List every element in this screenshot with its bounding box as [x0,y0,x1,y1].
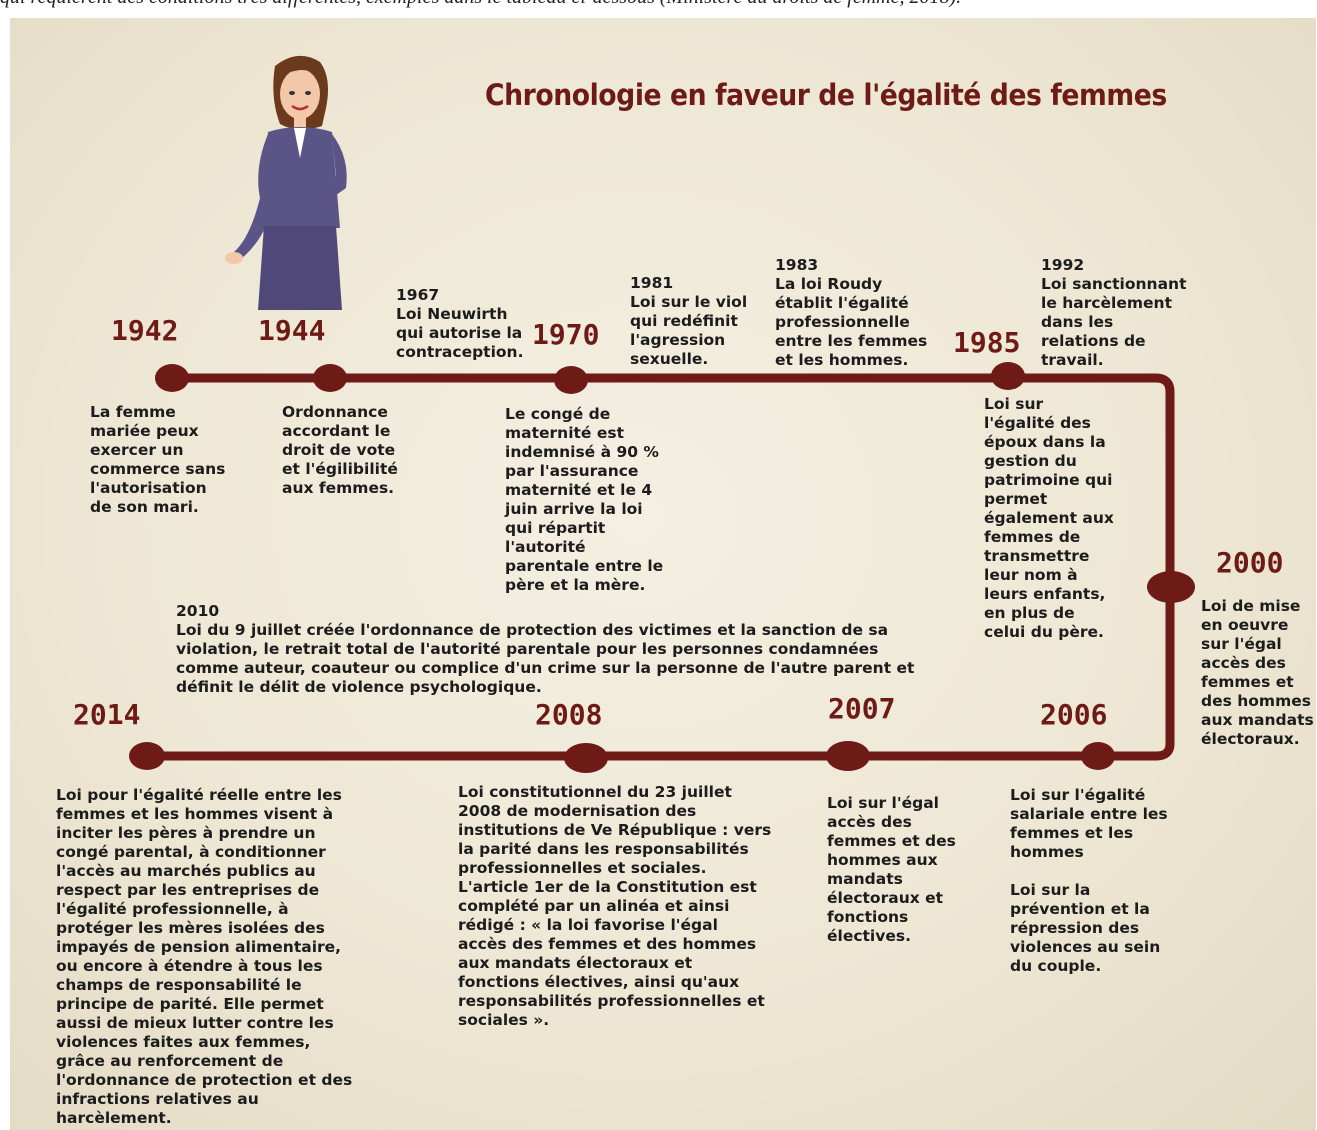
timeline-node-1942 [155,364,189,392]
event-2010-year: 2010 [176,602,220,620]
timeline-node-1970 [554,366,588,394]
year-1944: 1944 [258,314,326,347]
timeline-node-1985 [991,362,1025,390]
timeline-node-2007 [826,741,870,771]
year-2007: 2007 [828,692,896,725]
year-2006: 2006 [1040,698,1108,731]
year-1985: 1985 [953,326,1021,359]
event-2014-text: Loi pour l'égalité réelle entre les femm… [56,786,353,1127]
timeline-node-2008 [564,743,608,773]
event-1942-text: La femme mariée peux exercer un commerce… [90,403,226,516]
event-2006-text: Loi sur l'égalité salariale entre les fe… [1010,786,1168,975]
year-1970: 1970 [532,318,600,351]
chart-title: Chronologie en faveur de l'égalité des f… [485,78,1167,112]
event-1983-year: 1983 [775,256,819,274]
year-1942: 1942 [111,314,179,347]
event-1983-text: La loi Roudy établit l'égalité professio… [775,275,928,369]
event-1970-text: Le congé de maternité est indemnisé à 90… [505,405,664,594]
year-2000: 2000 [1216,546,1284,579]
event-1985-text: Loi sur l'égalité des époux dans la gest… [984,395,1114,641]
event-2010-text: Loi du 9 juillet créée l'ordonnance de p… [176,621,915,696]
event-1944-text: Ordonnance accordant le droit de vote et… [282,403,398,497]
event-2007-text: Loi sur l'égal accès des femmes et des h… [827,794,956,945]
event-1992-text: Loi sanctionnant le harcèlement dans les… [1041,275,1187,369]
timeline-node-2014 [129,742,165,770]
timeline-line [129,362,1195,773]
event-2000-text: Loi de mise en oeuvre sur l'égal accès d… [1201,597,1314,748]
event-2008-text: Loi constitutionnel du 23 juillet 2008 d… [458,783,772,1029]
timeline-poster: Chronologie en faveur de l'égalité des f… [10,18,1316,1130]
year-2014: 2014 [73,698,141,731]
woman-illustration [225,55,347,310]
timeline-node-2006 [1081,742,1115,770]
timeline-node-2000 [1147,571,1195,603]
timeline-node-1944 [313,364,347,392]
event-1981-text: Loi sur le viol qui redéfinit l'agressio… [630,293,748,368]
event-1981-year: 1981 [630,274,674,292]
year-2008: 2008 [535,698,603,731]
event-1992-year: 1992 [1041,256,1085,274]
event-1967-year: 1967 [396,286,440,304]
event-1967-text: Loi Neuwirth qui autorise la contracepti… [396,305,524,361]
caption-text: qui requièrent des conditions très diffé… [0,0,1317,12]
